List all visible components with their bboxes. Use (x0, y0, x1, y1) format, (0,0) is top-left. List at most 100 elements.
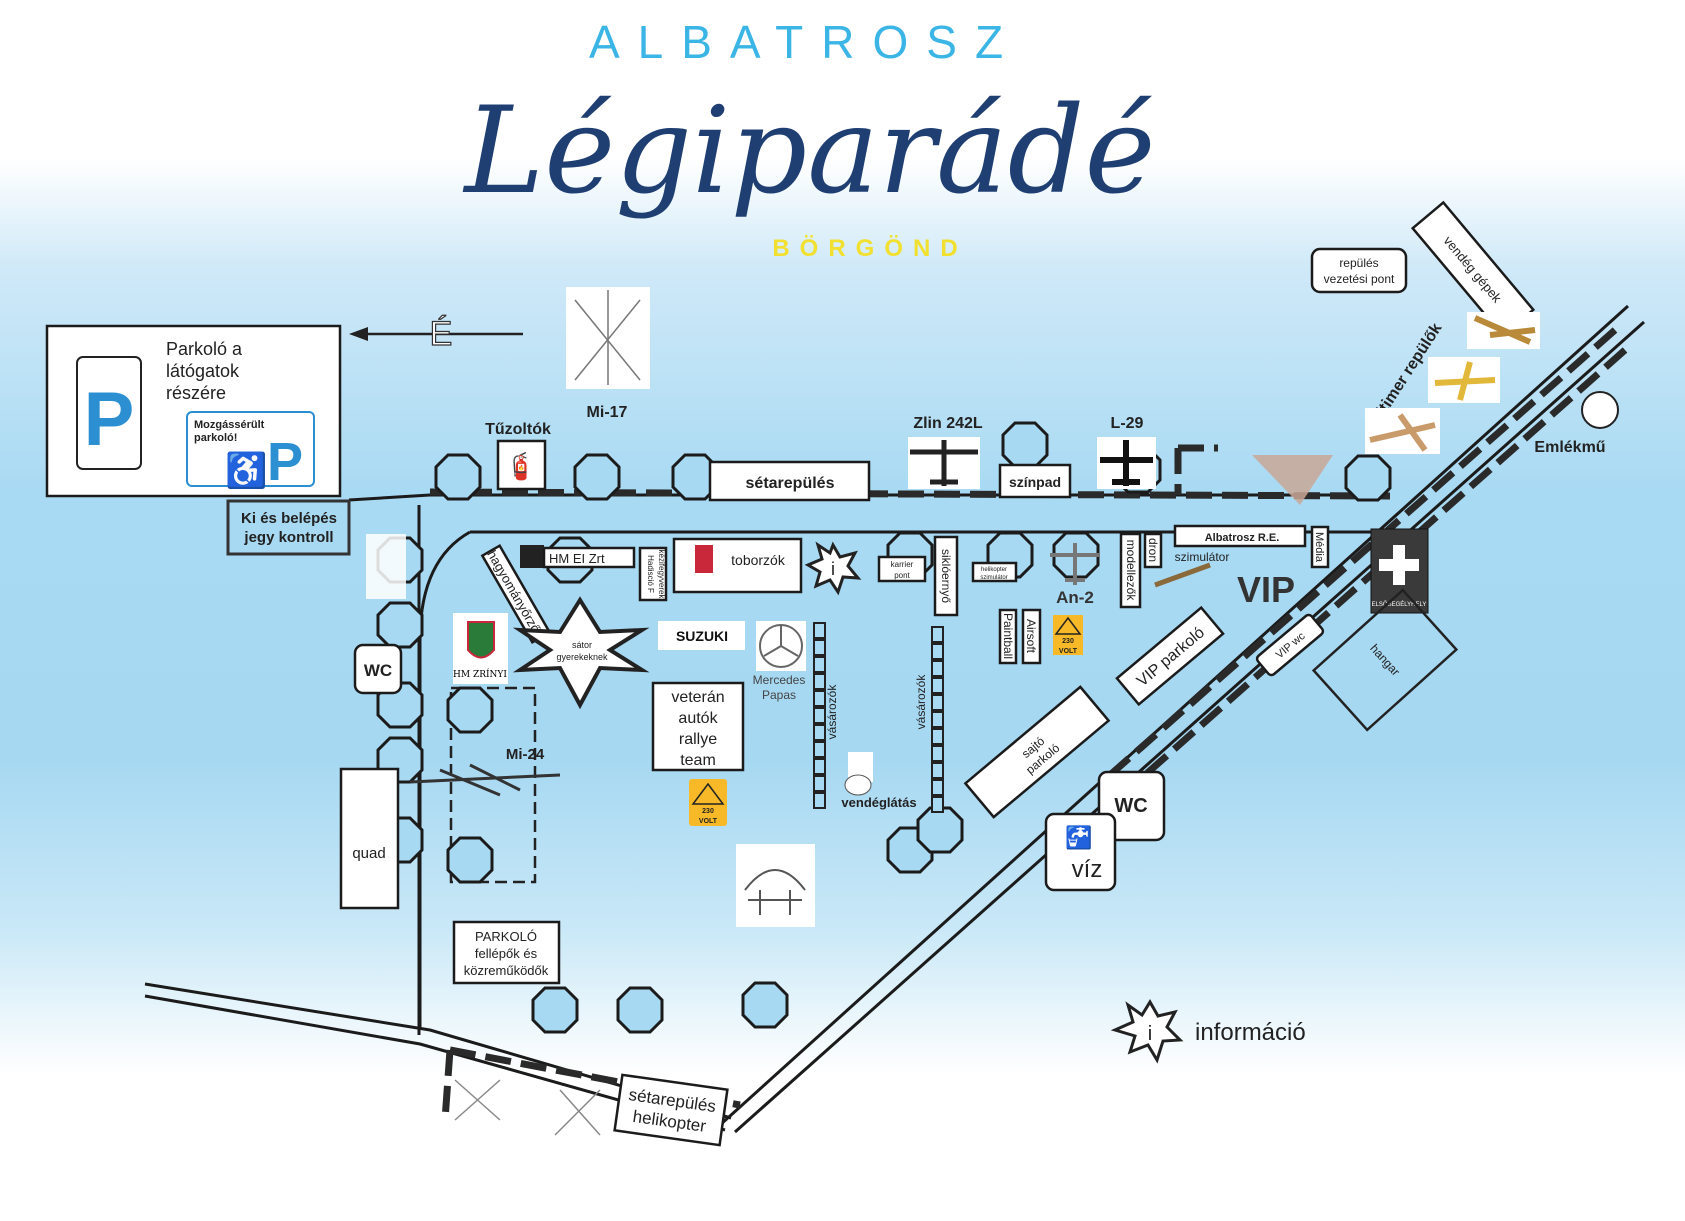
fire-extinguisher-icon: 🧯 (505, 451, 537, 481)
memorial-label: Emlékmű (1534, 439, 1605, 456)
hangar-label: hangar (1367, 641, 1402, 678)
stage-label: színpad (1009, 474, 1061, 490)
stand-bay (916, 806, 964, 854)
disabled-text: parkoló! (194, 432, 237, 444)
parking-p: P (84, 377, 135, 462)
parking-text: látógatok (166, 361, 240, 381)
legend-info-glyph: i (1148, 1023, 1152, 1045)
ticket-text: jegy kontroll (243, 529, 333, 546)
market-stall (813, 673, 826, 690)
legend: i információ (1110, 999, 1306, 1064)
suzuki-logo (658, 621, 745, 650)
mi24-helicopter-icon (409, 763, 561, 797)
albatrosz-re-label: Albatrosz R.E. (1205, 532, 1280, 544)
hm-ei-logo (520, 545, 544, 568)
market-stall (813, 741, 826, 758)
market-stall (931, 694, 944, 711)
logo-albatrosz: ALBATROSZ (589, 16, 1021, 68)
l29-label: L-29 (1111, 415, 1144, 432)
career-point-label: pont (894, 571, 910, 580)
coat-of-arms-icon (695, 545, 713, 573)
market-stall (813, 775, 826, 792)
flight-control-box (1310, 247, 1408, 294)
market-stall (931, 626, 944, 643)
runway-dashed-1 (1107, 327, 1618, 778)
market-stall (813, 758, 826, 775)
veteran-cars-label: team (680, 752, 716, 769)
suzuki-label: SUZUKI (676, 628, 728, 644)
information-point[interactable]: i (804, 541, 862, 596)
market-stall (813, 656, 826, 673)
mi24-label: Mi-24 (506, 746, 545, 763)
north-arrow-head-icon (349, 327, 368, 341)
features: Mi-17 Tűzoltók 🧯 sétarepülés Zlin 242L s… (485, 200, 1619, 505)
memorial-icon (1581, 391, 1619, 429)
modellers-box (1119, 532, 1142, 609)
stand-bay (1001, 421, 1049, 469)
paraglider-label: siklóernyő (939, 549, 953, 603)
logo-borgond: BÖRGÖND (772, 235, 967, 262)
stand-bay (1344, 454, 1392, 502)
helicopter-icon (454, 1079, 601, 1136)
mercedes-label: Mercedes (753, 673, 806, 687)
market-stall (813, 690, 826, 707)
catering-label: vendéglátás (841, 795, 916, 810)
parking-text: Parkoló a (166, 339, 243, 359)
flight-line-dashed (429, 488, 1391, 500)
legend-info-icon (1110, 999, 1184, 1064)
vip-dashed (1174, 444, 1218, 495)
market-stall (931, 762, 944, 779)
market-stall (931, 796, 944, 813)
stand-bay (671, 453, 719, 501)
flight-control-label: repülés (1339, 256, 1378, 270)
weapons-label: Hadisció F (646, 555, 655, 593)
market-stall (931, 677, 944, 694)
drone-box (1143, 532, 1163, 569)
simulator-label: szimulátor (1175, 550, 1230, 564)
sightseeing-flight-box (708, 460, 871, 502)
disabled-parking-sign (186, 411, 315, 487)
recruiters-label: toborzók (731, 552, 786, 568)
market-stall (931, 745, 944, 762)
airsoft-label: Airsoft (1024, 619, 1038, 654)
vintage-plane-icon (1428, 357, 1500, 403)
market-stall (931, 779, 944, 796)
mi24-area (449, 686, 537, 884)
modellers-label: modellezők (1124, 540, 1138, 602)
market-stall (813, 724, 826, 741)
hm-zrinyi-crest-icon (467, 621, 495, 659)
wc-label: WC (1114, 795, 1147, 817)
paraglider-box (933, 535, 959, 617)
vendors-label: vásározók (825, 684, 839, 740)
heli-simulator-label: szimulátor (980, 575, 1007, 581)
airsoft-box (1021, 608, 1042, 665)
vendors-label: vásározók (914, 674, 928, 730)
performer-parking-box (452, 920, 561, 985)
quad-box (339, 767, 400, 910)
roads (144, 304, 1645, 1134)
an2-label: An-2 (1056, 588, 1094, 607)
first-aid-cross-icon (1379, 545, 1419, 585)
disabled-p: P (267, 432, 303, 492)
ticket-control-box (226, 499, 351, 556)
stand-bay (446, 686, 494, 734)
visitor-parking: P Parkoló a látógatok részére Mozgássérü… (45, 314, 523, 556)
voltage-text: 230 (1062, 638, 1074, 645)
quad-label: quad (352, 845, 385, 862)
beer-icon (366, 534, 406, 599)
market-stalls-1 (813, 622, 826, 809)
hm-zrinyi-label: HM ZRÍNYI (453, 668, 507, 680)
voltage-text: VOLT (1059, 648, 1078, 655)
mi17-label: Mi-17 (587, 404, 628, 421)
market-stall (813, 707, 826, 724)
airplane-icon (908, 437, 980, 489)
kids-tent-label: sátor (572, 640, 592, 650)
vip-area: Albatrosz R.E. Média ELSŐSEGÉLYHELY VIP … (963, 524, 1459, 892)
wheelchair-icon: ♿ (225, 451, 267, 490)
market-stall (931, 711, 944, 728)
weapons-label: kézifegyverek (657, 550, 666, 600)
water-label: víz (1072, 856, 1103, 883)
performer-parking-label: fellépők és (475, 946, 538, 961)
paintball-label: Paintball (1001, 613, 1015, 659)
